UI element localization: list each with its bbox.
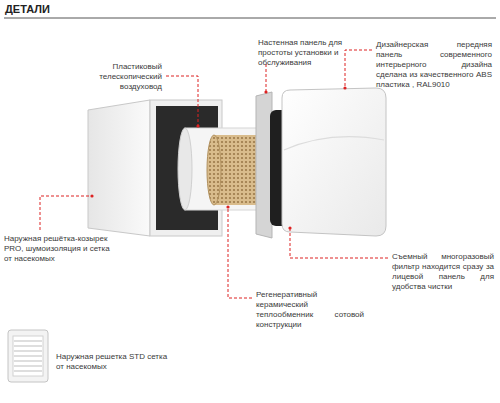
- part-label: Дизайнерская передняя панель современног…: [376, 40, 492, 90]
- front-panel: [282, 88, 386, 236]
- page-title: ДЕТАЛИ: [5, 3, 50, 16]
- part-label: Наружная решетка STD сетка от насекомых: [56, 352, 168, 372]
- leader-lines: [40, 50, 388, 298]
- leader-dots: [90, 86, 346, 229]
- header-rule: [4, 18, 496, 19]
- std-grille: [8, 330, 48, 382]
- part-label: Регенеративный керамический теплообменни…: [256, 290, 364, 330]
- part-label: Съемный многоразовый фильтр находится ср…: [392, 252, 494, 292]
- part-label: Настенная панель для простоты установки …: [258, 38, 358, 68]
- wall-panel: [256, 92, 272, 238]
- part-label: Наружная решётка-козырек PRO, шумоизоляц…: [4, 234, 112, 264]
- part-label: Пластиковый телескопический воздуховод: [62, 62, 162, 92]
